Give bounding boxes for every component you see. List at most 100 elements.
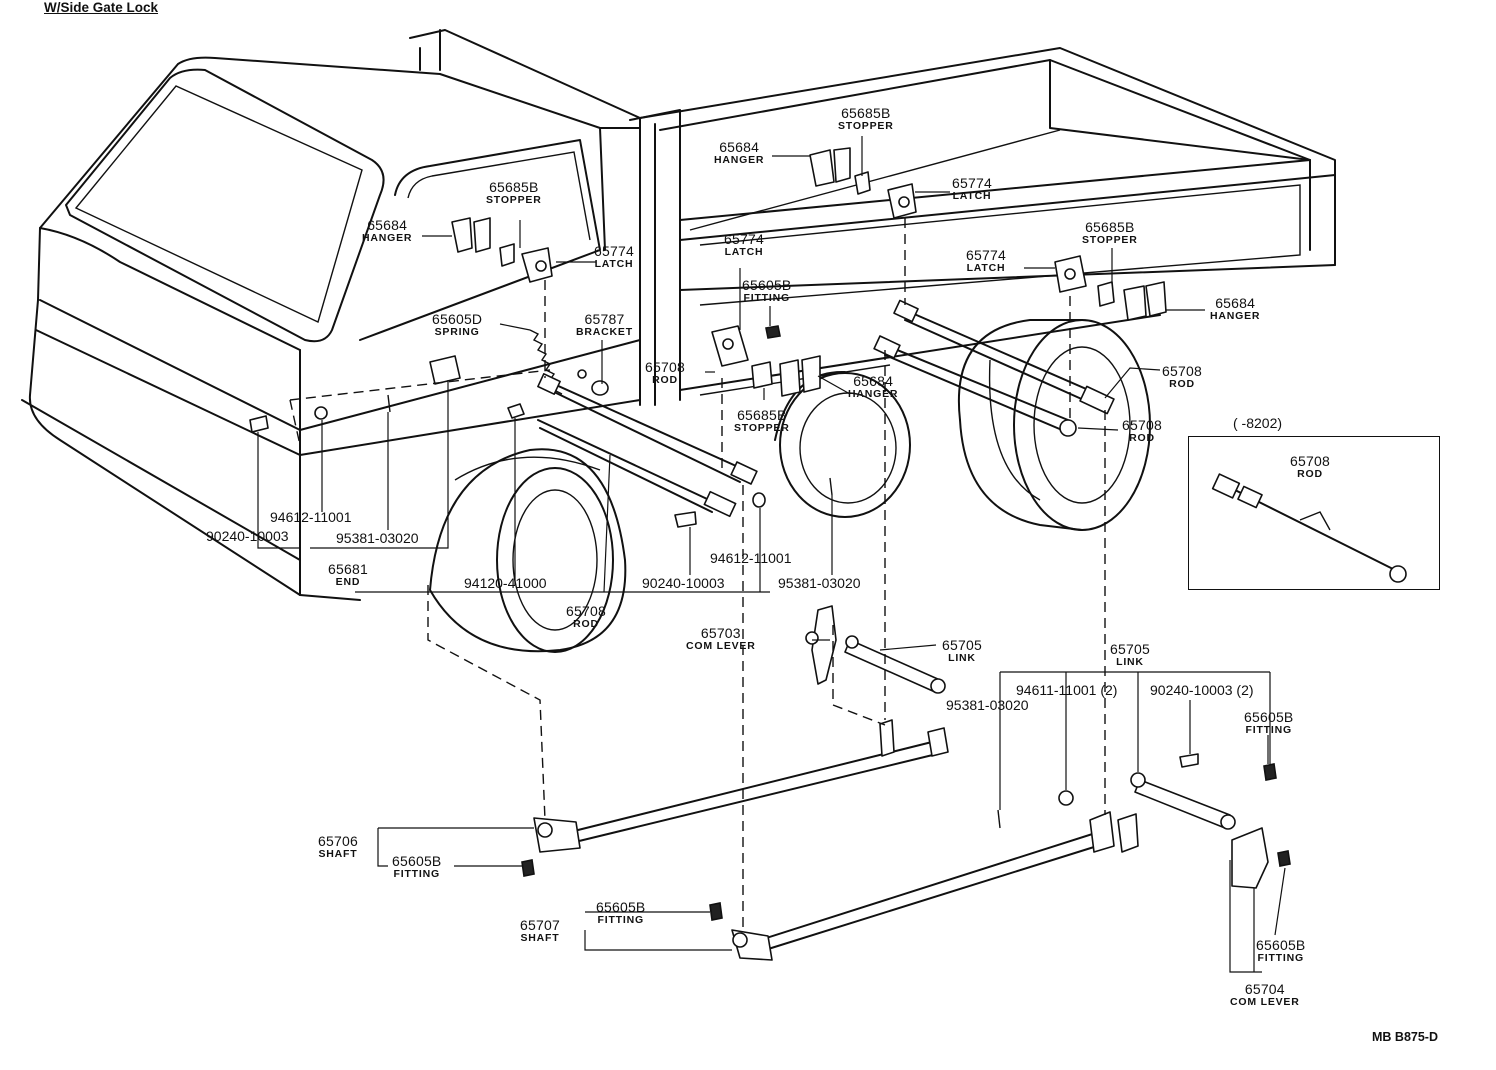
- latch-cab-part: [521, 247, 553, 283]
- part-number: 65774: [966, 247, 1006, 263]
- link-2-part: [1130, 772, 1236, 830]
- part-number: 65605D: [432, 311, 483, 327]
- part-number: 65774: [594, 243, 634, 259]
- part-name: HANGER: [848, 388, 899, 400]
- rear-wheel-right: [957, 319, 1151, 531]
- part-name: LINK: [1116, 656, 1144, 668]
- part-name: STOPPER: [734, 422, 790, 434]
- part-number: 65787: [584, 311, 625, 327]
- part-name: ROD: [1169, 378, 1195, 390]
- leader-lines: [257, 136, 1286, 973]
- part-name: HANGER: [362, 232, 413, 244]
- part-name: FITTING: [393, 868, 440, 880]
- inset-frame: [1188, 436, 1440, 590]
- pn-94120: 94120-41000: [464, 575, 547, 591]
- part-name: LINK: [948, 652, 976, 664]
- part-number: 65708: [1162, 363, 1202, 379]
- assembly-lines: [289, 218, 1106, 930]
- stopper-right-part: [1097, 281, 1115, 307]
- hanger-top-part: [809, 147, 851, 187]
- part-number: 65708: [645, 359, 685, 375]
- part-name: STOPPER: [1082, 234, 1138, 246]
- part-name: FITTING: [1245, 724, 1292, 736]
- part-name: SPRING: [434, 326, 480, 338]
- latch-mid-part: [711, 325, 749, 367]
- part-number: 65684: [719, 139, 760, 155]
- front-wheel: [429, 448, 627, 653]
- cab-body: [21, 29, 681, 601]
- part-name: END: [335, 576, 361, 588]
- hanger-right-part: [1123, 281, 1167, 321]
- fitting-mid-part: [765, 325, 781, 339]
- com-lever-2-part: [1231, 827, 1269, 889]
- pn-90240-right: 90240-10003 (2): [1150, 682, 1254, 698]
- part-name: STOPPER: [838, 120, 894, 132]
- truck-bed: [639, 47, 1336, 396]
- part-number: 65684: [1215, 295, 1256, 311]
- stopper-mid-part: [751, 361, 773, 389]
- link-1-part: [844, 635, 946, 694]
- part-number: 65605B: [392, 853, 442, 869]
- part-name: ROD: [573, 618, 599, 630]
- hardware-mid: [674, 477, 833, 528]
- part-name: HANGER: [1210, 310, 1261, 322]
- part-number: 65703: [700, 625, 741, 641]
- latch-right-part: [1054, 255, 1087, 293]
- bracket-part: [591, 380, 609, 396]
- part-number: 65774: [952, 175, 992, 191]
- part-name: COM LEVER: [1230, 996, 1300, 1008]
- pn-95381-right: 95381-03020: [946, 697, 1029, 713]
- part-number: 65681: [328, 561, 368, 577]
- pn-94612-mid: 94612-11001: [710, 550, 792, 566]
- part-name: FITTING: [743, 292, 790, 304]
- rod-rear-lower: [873, 335, 1077, 437]
- part-name: LATCH: [952, 190, 992, 202]
- part-name: FITTING: [1257, 952, 1304, 964]
- hanger-cab-part: [451, 217, 491, 253]
- rod-front-upper: [537, 373, 758, 485]
- part-number: 65707: [520, 917, 560, 933]
- shaft-1-part: [521, 719, 949, 877]
- part-name: LATCH: [966, 262, 1006, 274]
- diagram-title: W/Side Gate Lock: [44, 0, 159, 15]
- stopper-top-part: [854, 171, 871, 195]
- inset-rod-label: 65708 ROD: [1290, 454, 1330, 480]
- hardware-left: [249, 355, 525, 433]
- pn-90240-left: 90240-10003: [206, 528, 289, 544]
- part-name: HANGER: [714, 154, 765, 166]
- part-number: 65605B: [1256, 937, 1306, 953]
- part-name: SHAFT: [318, 848, 358, 860]
- rod-rear-upper: [893, 299, 1115, 415]
- hanger-mid-part: [779, 355, 821, 397]
- part-number: 65704: [1244, 981, 1285, 997]
- part-name: FITTING: [597, 914, 644, 926]
- rod-front-lower: [537, 419, 737, 518]
- part-name: BRACKET: [576, 326, 633, 338]
- pn-95381-left: 95381-03020: [336, 530, 419, 546]
- part-number: 65684: [367, 217, 408, 233]
- part-number: 65605B: [1244, 709, 1294, 725]
- drawing-code: MB B875-D: [1372, 1030, 1438, 1044]
